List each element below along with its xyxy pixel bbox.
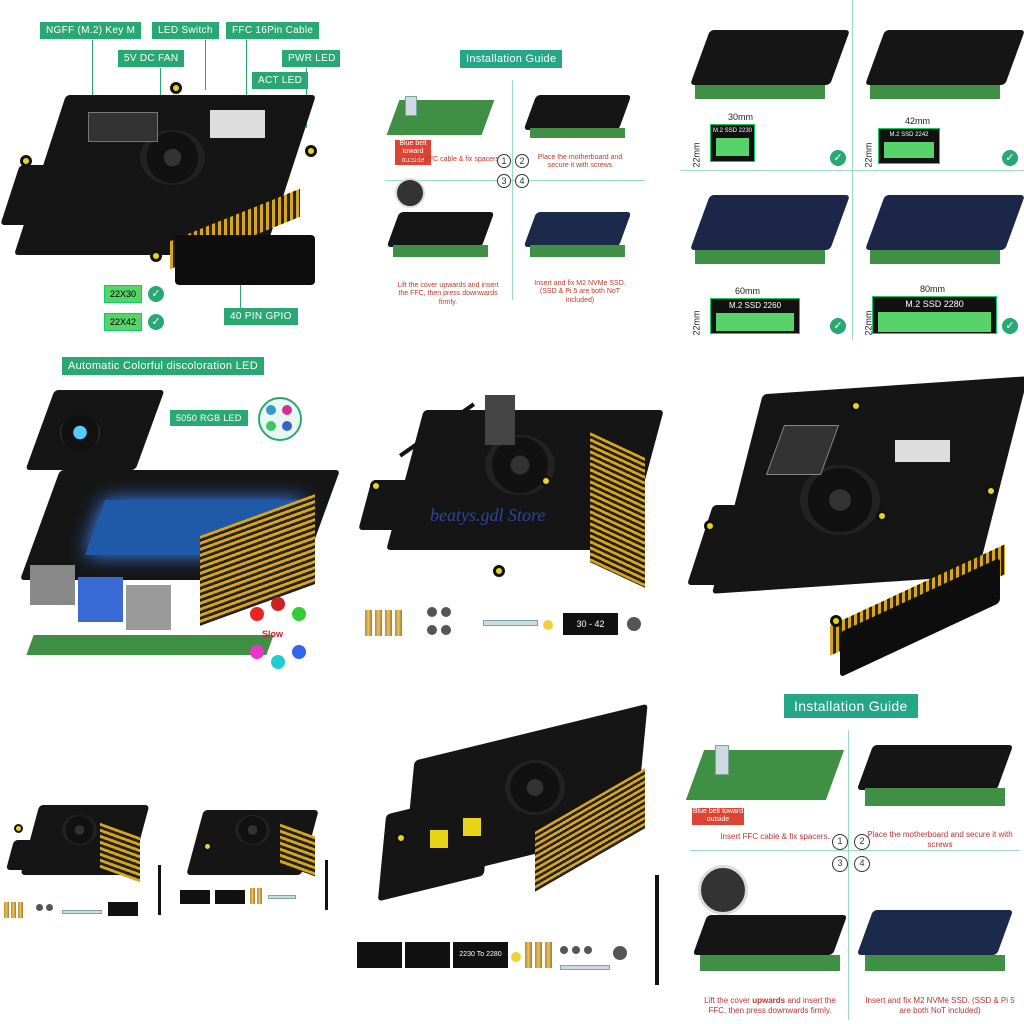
step-number: 3 (832, 856, 848, 872)
guide-title: Installation Guide (460, 50, 563, 68)
tile-two-boards (0, 690, 345, 1024)
step4-caption: Insert and fix M2 NVMe SSD. (SSD & Pi 5 … (534, 280, 626, 304)
step-number: 3 (497, 174, 511, 188)
width-2230: 30mm (728, 112, 754, 122)
step1-caption: Insert FFC cable & fix spacers. (405, 156, 501, 163)
check-icon: ✓ (148, 314, 164, 330)
label-ngff: NGFF (M.2) Key M (40, 22, 142, 39)
ssd-2242: M.2 SSD 2242 (878, 128, 940, 164)
check-icon: ✓ (830, 150, 846, 166)
ssd-2280: M.2 SSD 2280 (872, 296, 997, 334)
check-icon: ✓ (830, 318, 846, 334)
height-2260: 22mm (691, 310, 702, 336)
blue-belt-note: Blue belt toward outside (395, 140, 431, 166)
width-2242: 42mm (905, 116, 931, 126)
guide-title: Installation Guide (784, 694, 918, 718)
tile-install-guide-large: Installation Guide Blue belt toward outs… (680, 690, 1024, 1024)
size-22x42: 22X42 (104, 313, 142, 331)
tile-board-topdown (680, 345, 1024, 680)
tile-install-guide-small: Installation Guide Blue belt toward outs… (345, 0, 680, 340)
step3-caption: Lift the cover upwards and insert the FF… (397, 282, 499, 306)
led-teal (271, 655, 285, 669)
led-title: Automatic Colorful discoloration LED (62, 357, 264, 375)
step2-caption: Place the motherboard and secure it with… (867, 830, 1013, 849)
label-gpio: 40 PIN GPIO (224, 308, 298, 325)
watermark: beatys.gdl Store (430, 505, 546, 525)
height-2230: 22mm (691, 142, 702, 168)
label-act: ACT LED (252, 72, 309, 89)
step-number: 2 (515, 154, 529, 168)
width-2260: 60mm (735, 286, 761, 296)
size-adapter: 2230 To 2280 (453, 942, 508, 968)
step-number: 4 (854, 856, 870, 872)
screwdriver-icon (655, 875, 659, 985)
led-red (250, 607, 264, 621)
label-ffc: FFC 16Pin Cable (226, 22, 320, 39)
rgb-led-label: 5050 RGB LED (170, 410, 248, 426)
label-pwr: PWR LED (282, 50, 340, 67)
label-fan: 5V DC FAN (118, 50, 185, 67)
width-2280: 80mm (920, 284, 946, 294)
tile-board-accessories: beatys.gdl Store 30 - 42 (345, 345, 680, 680)
size-adapter: 30 - 42 (563, 613, 618, 635)
tile-rgb-led: Automatic Colorful discoloration LED 505… (0, 345, 345, 680)
slow-label: Slow (262, 629, 284, 639)
step2-caption: Place the motherboard and secure it with… (537, 154, 623, 170)
step1-caption: Insert FFC cable & fix spacers. (720, 832, 830, 841)
check-icon: ✓ (148, 286, 164, 302)
size-22x30: 22X30 (104, 285, 142, 303)
step-number: 1 (832, 834, 848, 850)
height-2242: 22mm (863, 142, 874, 168)
step-number: 1 (497, 154, 511, 168)
led-cyan (271, 597, 285, 611)
check-icon: ✓ (1002, 318, 1018, 334)
ssd-2260: M.2 SSD 2260 (710, 298, 800, 334)
step-number: 2 (854, 834, 870, 850)
tile-ssd-sizes: 30mm 22mm M.2 SSD 2230 ✓ 42mm 22mm M.2 S… (680, 0, 1024, 340)
check-icon: ✓ (1002, 150, 1018, 166)
step-number: 4 (515, 174, 529, 188)
led-blue (292, 645, 306, 659)
tile-board-kit: 2230 To 2280 (345, 690, 680, 1024)
tile-labeled-board: NGFF (M.2) Key M LED Switch FFC 16Pin Ca… (0, 0, 340, 340)
ssd-2230: M.2 SSD 2230 (710, 124, 755, 162)
led-pink (250, 645, 264, 659)
label-led-switch: LED Switch (152, 22, 219, 39)
blue-belt-note: Blue belt toward outside (692, 808, 744, 825)
step4-caption: Insert and fix M2 NVMe SSD. (SSD & Pi 5 … (865, 996, 1015, 1015)
step3-caption: Lift the cover upwards and insert the FF… (704, 996, 836, 1015)
led-green (292, 607, 306, 621)
